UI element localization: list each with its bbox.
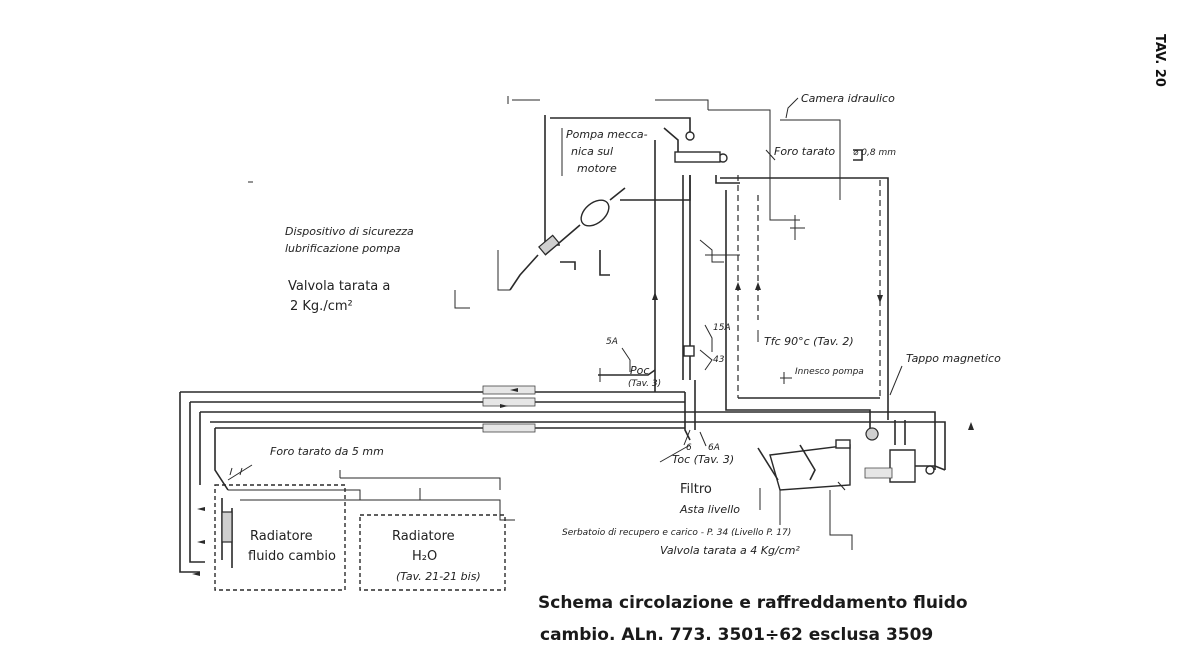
label-rad2-3: (Tav. 21-21 bis) [396,570,481,583]
label-15a: 15A [713,323,731,333]
caption-line-2: cambio. ALn. 773. 3501÷62 esclusa 3509 [540,625,933,645]
innesco-valve [780,372,792,384]
label-rad1-1: Radiatore [250,529,313,544]
label-valvola-2: 2 Kg./cm² [290,299,353,314]
label-foro-5mm: Foro tarato da 5 mm [270,445,384,458]
label-dispositivo-1: Dispositivo di sicurezza [285,225,414,238]
label-pompa-3: motore [577,162,617,175]
label-valvola-1: Valvola tarata a [288,279,390,294]
poc-valve [598,347,656,382]
label-poc-tav: (Tav. 3) [628,379,661,389]
label-valvola-4: Valvola tarata a 4 Kg/cm² [660,544,800,557]
pump-assembly [454,96,728,309]
label-5a: 5A [606,337,618,347]
label-foro-tarato: Foro tarato [774,145,835,158]
leader-camera [785,97,799,119]
flow-arrows [192,282,974,576]
caption-line-1: Schema circolazione e raffreddamento flu… [538,593,968,613]
label-poc: Poc [630,364,649,377]
label-serbatoio: Serbatoio di recupero e carico - P. 34 (… [562,528,791,538]
filter-tank [757,420,946,550]
label-pompa-2: nica sul [571,145,613,158]
label-tappo: Tappo magnetico [906,352,1001,365]
label-innesco: Innesco pompa [795,367,864,377]
label-rad2-1: Radiatore [392,529,455,544]
leader-tappo [889,365,903,396]
label-pompa-1: Pompa mecca- [566,128,648,141]
label-rad1-2: fluido cambio [248,549,336,564]
plate-label: TAV. 20 [1152,34,1167,87]
label-toc: Toc (Tav. 3) [672,453,734,466]
label-dispositivo-2: lubrificazione pompa [285,242,401,255]
label-6: 6 [686,443,692,453]
label-asta: Asta livello [679,503,740,516]
label-43: 43 [713,355,725,365]
label-filtro: Filtro [680,482,712,497]
label-tfc: Tfc 90°c (Tav. 2) [764,335,854,348]
toc-sensor [659,429,707,463]
label-camera-idraulico: Camera idraulico [801,92,895,105]
main-pipe-bundle [179,140,946,573]
sensor-15a [683,324,713,371]
radiators [214,464,515,591]
label-diam-08: ⌀ 0,8 mm [853,148,896,158]
label-rad2-2: H₂O [412,549,437,564]
label-6a: 6A [708,443,720,453]
